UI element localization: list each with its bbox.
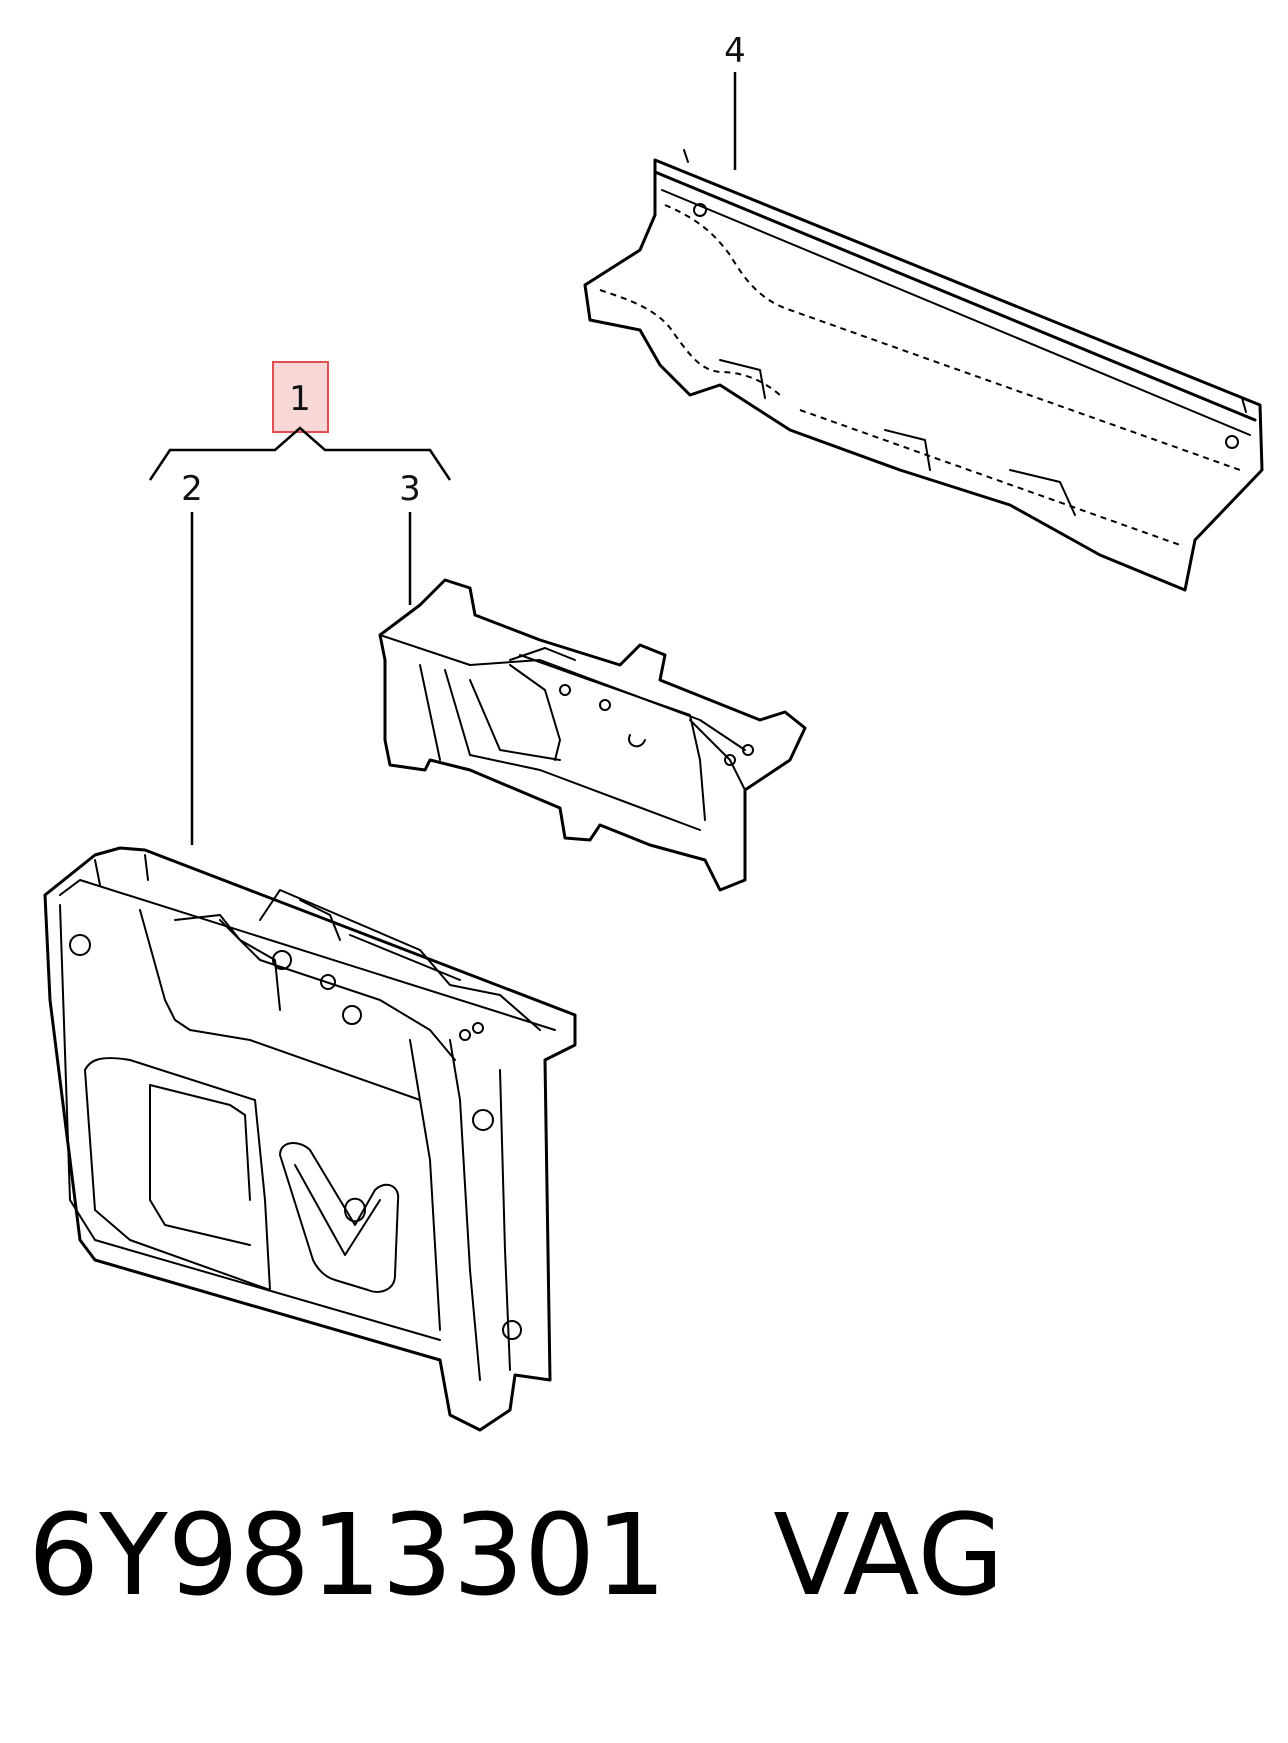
hole-icon — [459, 1029, 471, 1041]
callout-3[interactable]: 3 — [399, 469, 421, 509]
part-2-side-panel[interactable] — [43, 846, 577, 1432]
hole-icon — [472, 1022, 484, 1034]
callout-2[interactable]: 2 — [181, 469, 203, 509]
callout-1-highlight — [272, 361, 329, 433]
callout-4[interactable]: 4 — [724, 31, 746, 71]
part-number: 6Y9813301 — [28, 1491, 667, 1621]
caption-gap — [666, 1491, 773, 1621]
hole-icon — [693, 203, 707, 217]
hole-icon — [742, 744, 754, 756]
bracket-1 — [148, 426, 452, 481]
hole-icon — [342, 1005, 362, 1025]
callout-1[interactable]: 1 — [289, 379, 311, 419]
hole-icon — [1225, 435, 1239, 449]
part-caption: 6Y9813301 VAG — [28, 1500, 1004, 1612]
part-4-rear-panel[interactable] — [583, 149, 1264, 592]
hole-icon — [502, 1320, 522, 1340]
hole-icon — [724, 754, 736, 766]
hole-icon — [272, 950, 292, 970]
brand-label: VAG — [773, 1491, 1005, 1621]
hole-icon — [472, 1109, 494, 1131]
hole-icon — [69, 934, 91, 956]
hole-icon — [320, 974, 336, 990]
part-3-inner-bracket[interactable] — [378, 578, 807, 892]
hole-icon — [599, 699, 611, 711]
hole-icon — [559, 684, 571, 696]
parts-diagram: 4 1 2 3 — [43, 31, 1264, 1432]
